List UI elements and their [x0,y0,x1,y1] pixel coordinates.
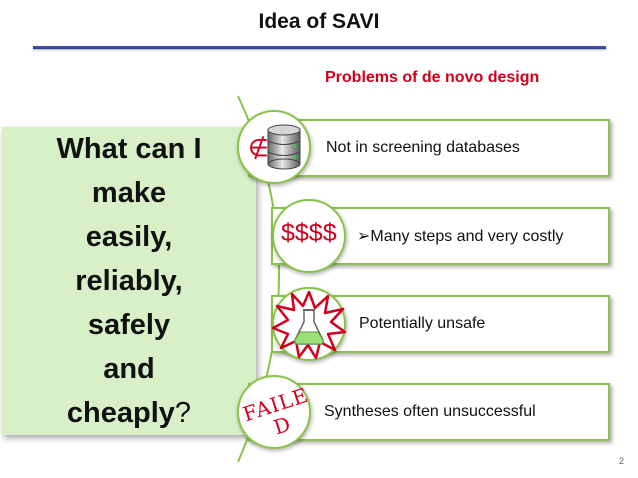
question-line: safely [87,309,171,341]
problem-text: ➢Many steps and very costly [357,227,564,245]
problem-text: Potentially unsafe [359,315,486,332]
question-line: What can I [56,133,202,165]
not-element-of-icon: ∉ [248,134,269,162]
page-number: 2 [618,456,624,466]
slide-title: Idea of SAVI [258,10,380,33]
slide-subtitle: Problems of de novo design [325,69,540,86]
icon-circle [272,199,346,273]
database-icon [267,124,301,170]
question-line: make [91,177,167,209]
question-last-line: cheaply? [56,391,201,435]
explosion-flask-icon [272,290,346,360]
icon-circle [237,375,311,449]
question-box: What can I make easily, reliably, safely… [2,127,256,435]
question-line: easily, [85,221,173,253]
question-bold-word: cheaply [66,397,175,429]
question-line: reliably, [75,265,183,297]
question-text: What can I make easily, reliably, safely… [56,127,201,435]
problem-text: Syntheses often unsuccessful [324,403,536,420]
question-line: and [103,353,155,385]
problem-text: Not in screening databases [326,139,520,156]
title-rule [33,46,606,49]
dollar-signs-icon: $$$$ [281,219,337,247]
question-mark: ? [174,397,192,429]
